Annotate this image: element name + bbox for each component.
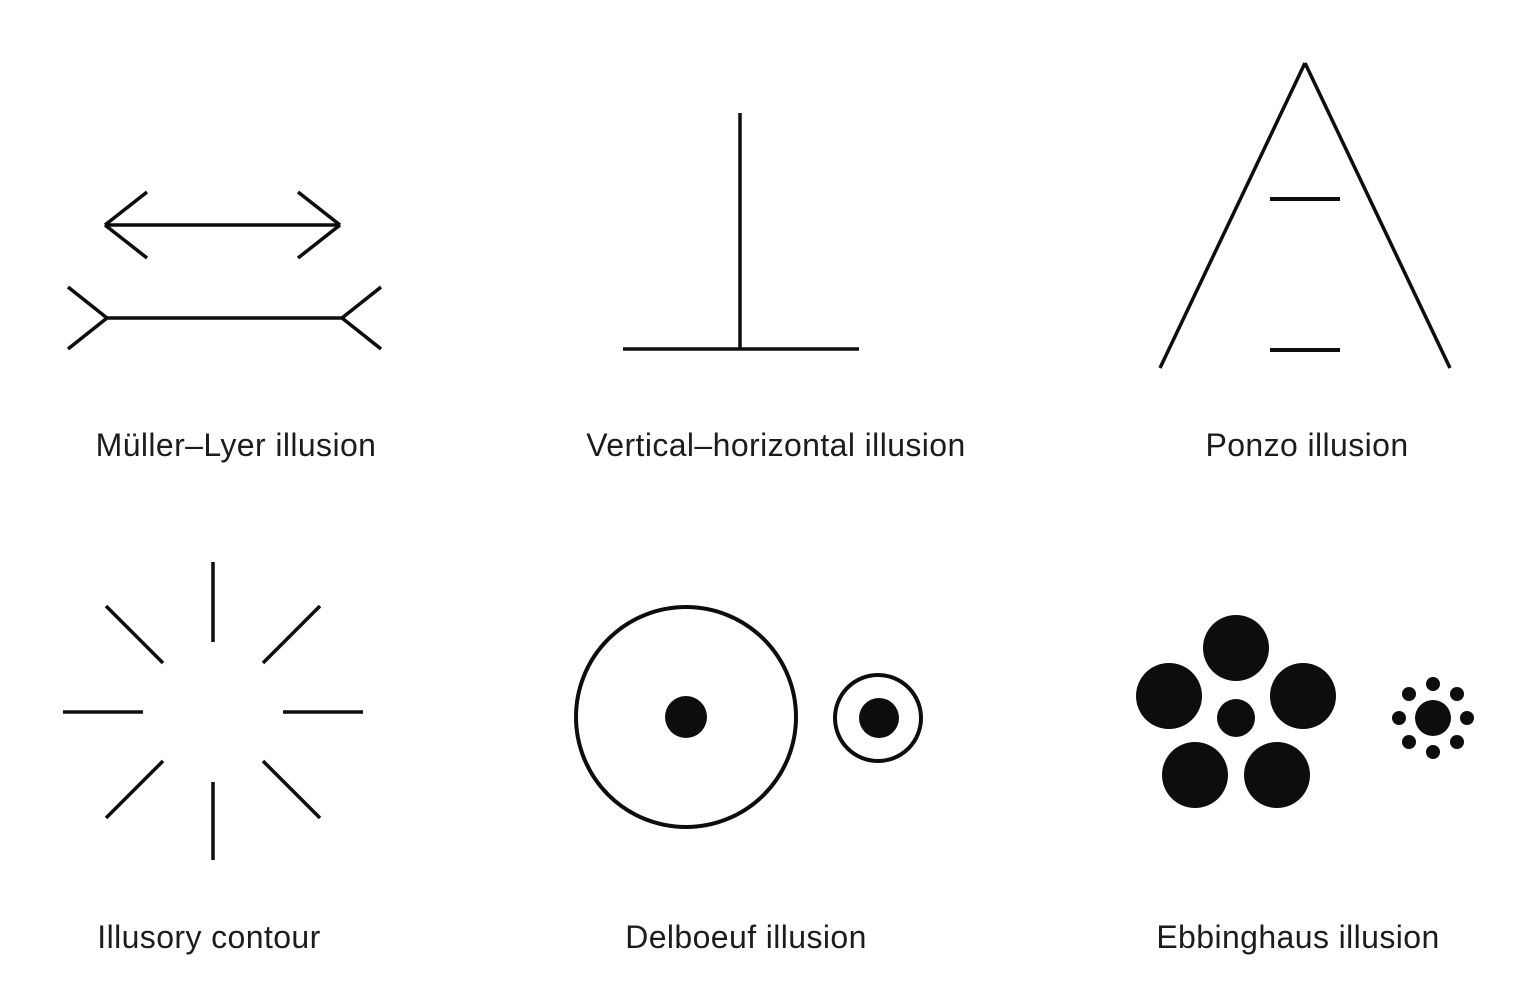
ebbinghaus-figure — [1125, 595, 1485, 845]
illusory-contour-label: Illusory contour — [97, 919, 321, 955]
muller-lyer-figure — [55, 170, 390, 365]
delboeuf-label: Delboeuf illusion — [625, 919, 867, 955]
muller-lyer-label: Müller–Lyer illusion — [95, 427, 377, 463]
vertical-horizontal-label: Vertical–horizontal illusion — [586, 427, 966, 463]
vertical-horizontal-figure — [600, 100, 880, 370]
ebbinghaus-label: Ebbinghaus illusion — [1156, 919, 1440, 955]
ponzo-figure — [1145, 50, 1465, 380]
illusory-contour-figure — [55, 545, 375, 875]
delboeuf-figure — [565, 595, 935, 845]
ponzo-label: Ponzo illusion — [1205, 427, 1409, 463]
